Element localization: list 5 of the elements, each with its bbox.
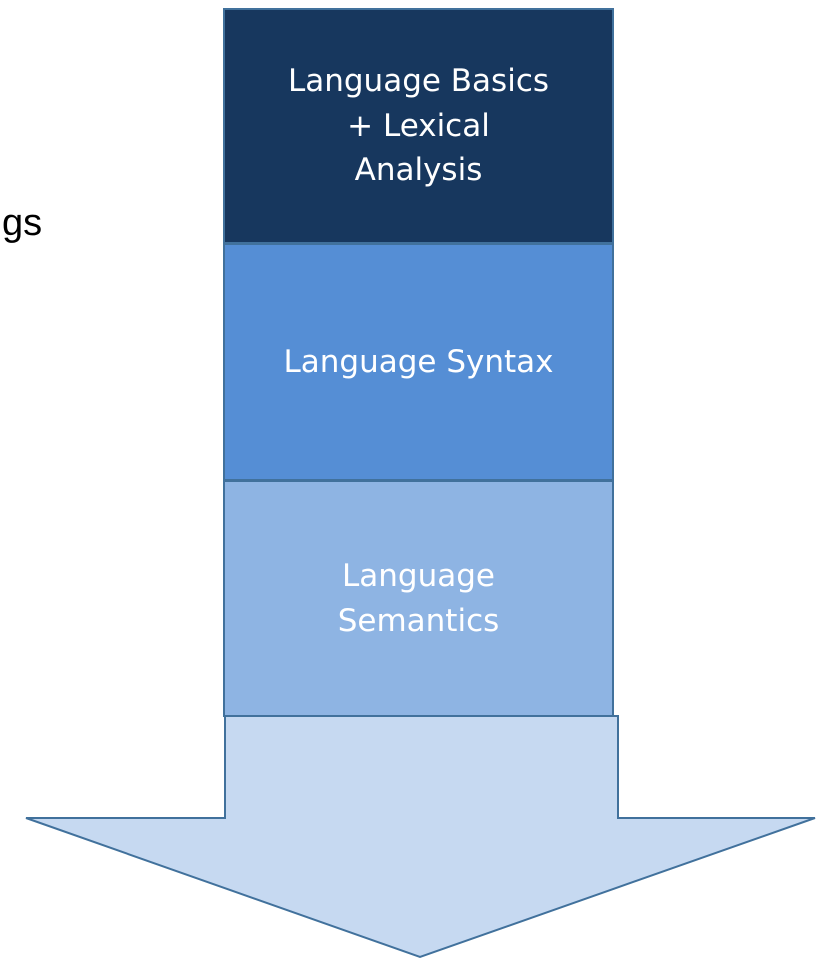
partial-text: gs [2, 202, 42, 245]
down-arrow-shape [24, 715, 817, 960]
stage-box: Language Basics + Lexical Analysis [223, 8, 614, 244]
stage-box: Language Syntax [223, 243, 614, 481]
stage-box: Language Semantics [223, 480, 614, 717]
